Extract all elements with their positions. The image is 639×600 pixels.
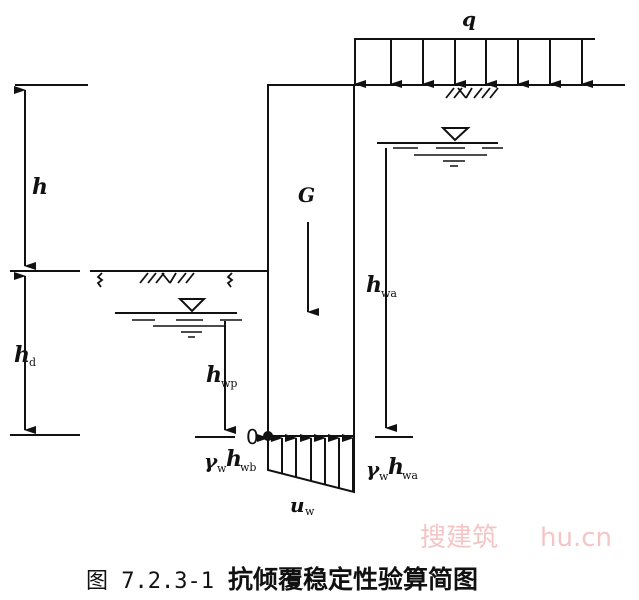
figure-caption: 图 7.2.3-1 抗倾覆稳定性验算简图 — [86, 560, 478, 596]
water-ripples — [393, 147, 503, 167]
label-uw-sub: w — [305, 505, 315, 518]
surcharge-arrows — [354, 39, 593, 88]
label-hwa-sub: wa — [381, 287, 397, 300]
label-hwp: h — [206, 362, 222, 388]
label-hwb-sub: wb — [240, 461, 256, 474]
label-q: q — [462, 7, 476, 31]
watermark-right: hu.cn — [540, 523, 612, 553]
caption-title: 抗倾覆稳定性验算简图 — [227, 565, 478, 594]
label-hwb: h — [226, 446, 242, 472]
label-h: h — [32, 174, 48, 200]
wall — [267, 84, 355, 437]
label-gw-sub: w — [217, 462, 227, 475]
label-gw: γ — [366, 457, 380, 481]
caption-number: 图 7.2.3-1 — [86, 569, 214, 594]
label-gw: γ — [204, 449, 218, 473]
label-hd: h — [14, 342, 30, 368]
label-hwp-sub: wp — [221, 377, 237, 390]
water-ripples — [132, 319, 242, 338]
label-origin: 0 — [246, 425, 259, 449]
label-G: G — [298, 183, 315, 207]
label-uw: u — [290, 493, 305, 517]
label-hwa2-sub: wa — [402, 469, 418, 482]
label-hwa2: h — [388, 454, 404, 480]
watermark-left: 搜建筑 — [420, 523, 499, 553]
water-level-triangle-icon — [440, 127, 471, 142]
label-gw-sub: w — [379, 470, 389, 483]
uplift-arrows — [257, 434, 354, 492]
soil-hatch — [96, 87, 499, 288]
water-level-triangle-icon — [177, 298, 207, 313]
label-hd-sub: d — [29, 356, 36, 369]
rotation-point — [263, 431, 273, 441]
label-hwa: h — [366, 272, 382, 298]
